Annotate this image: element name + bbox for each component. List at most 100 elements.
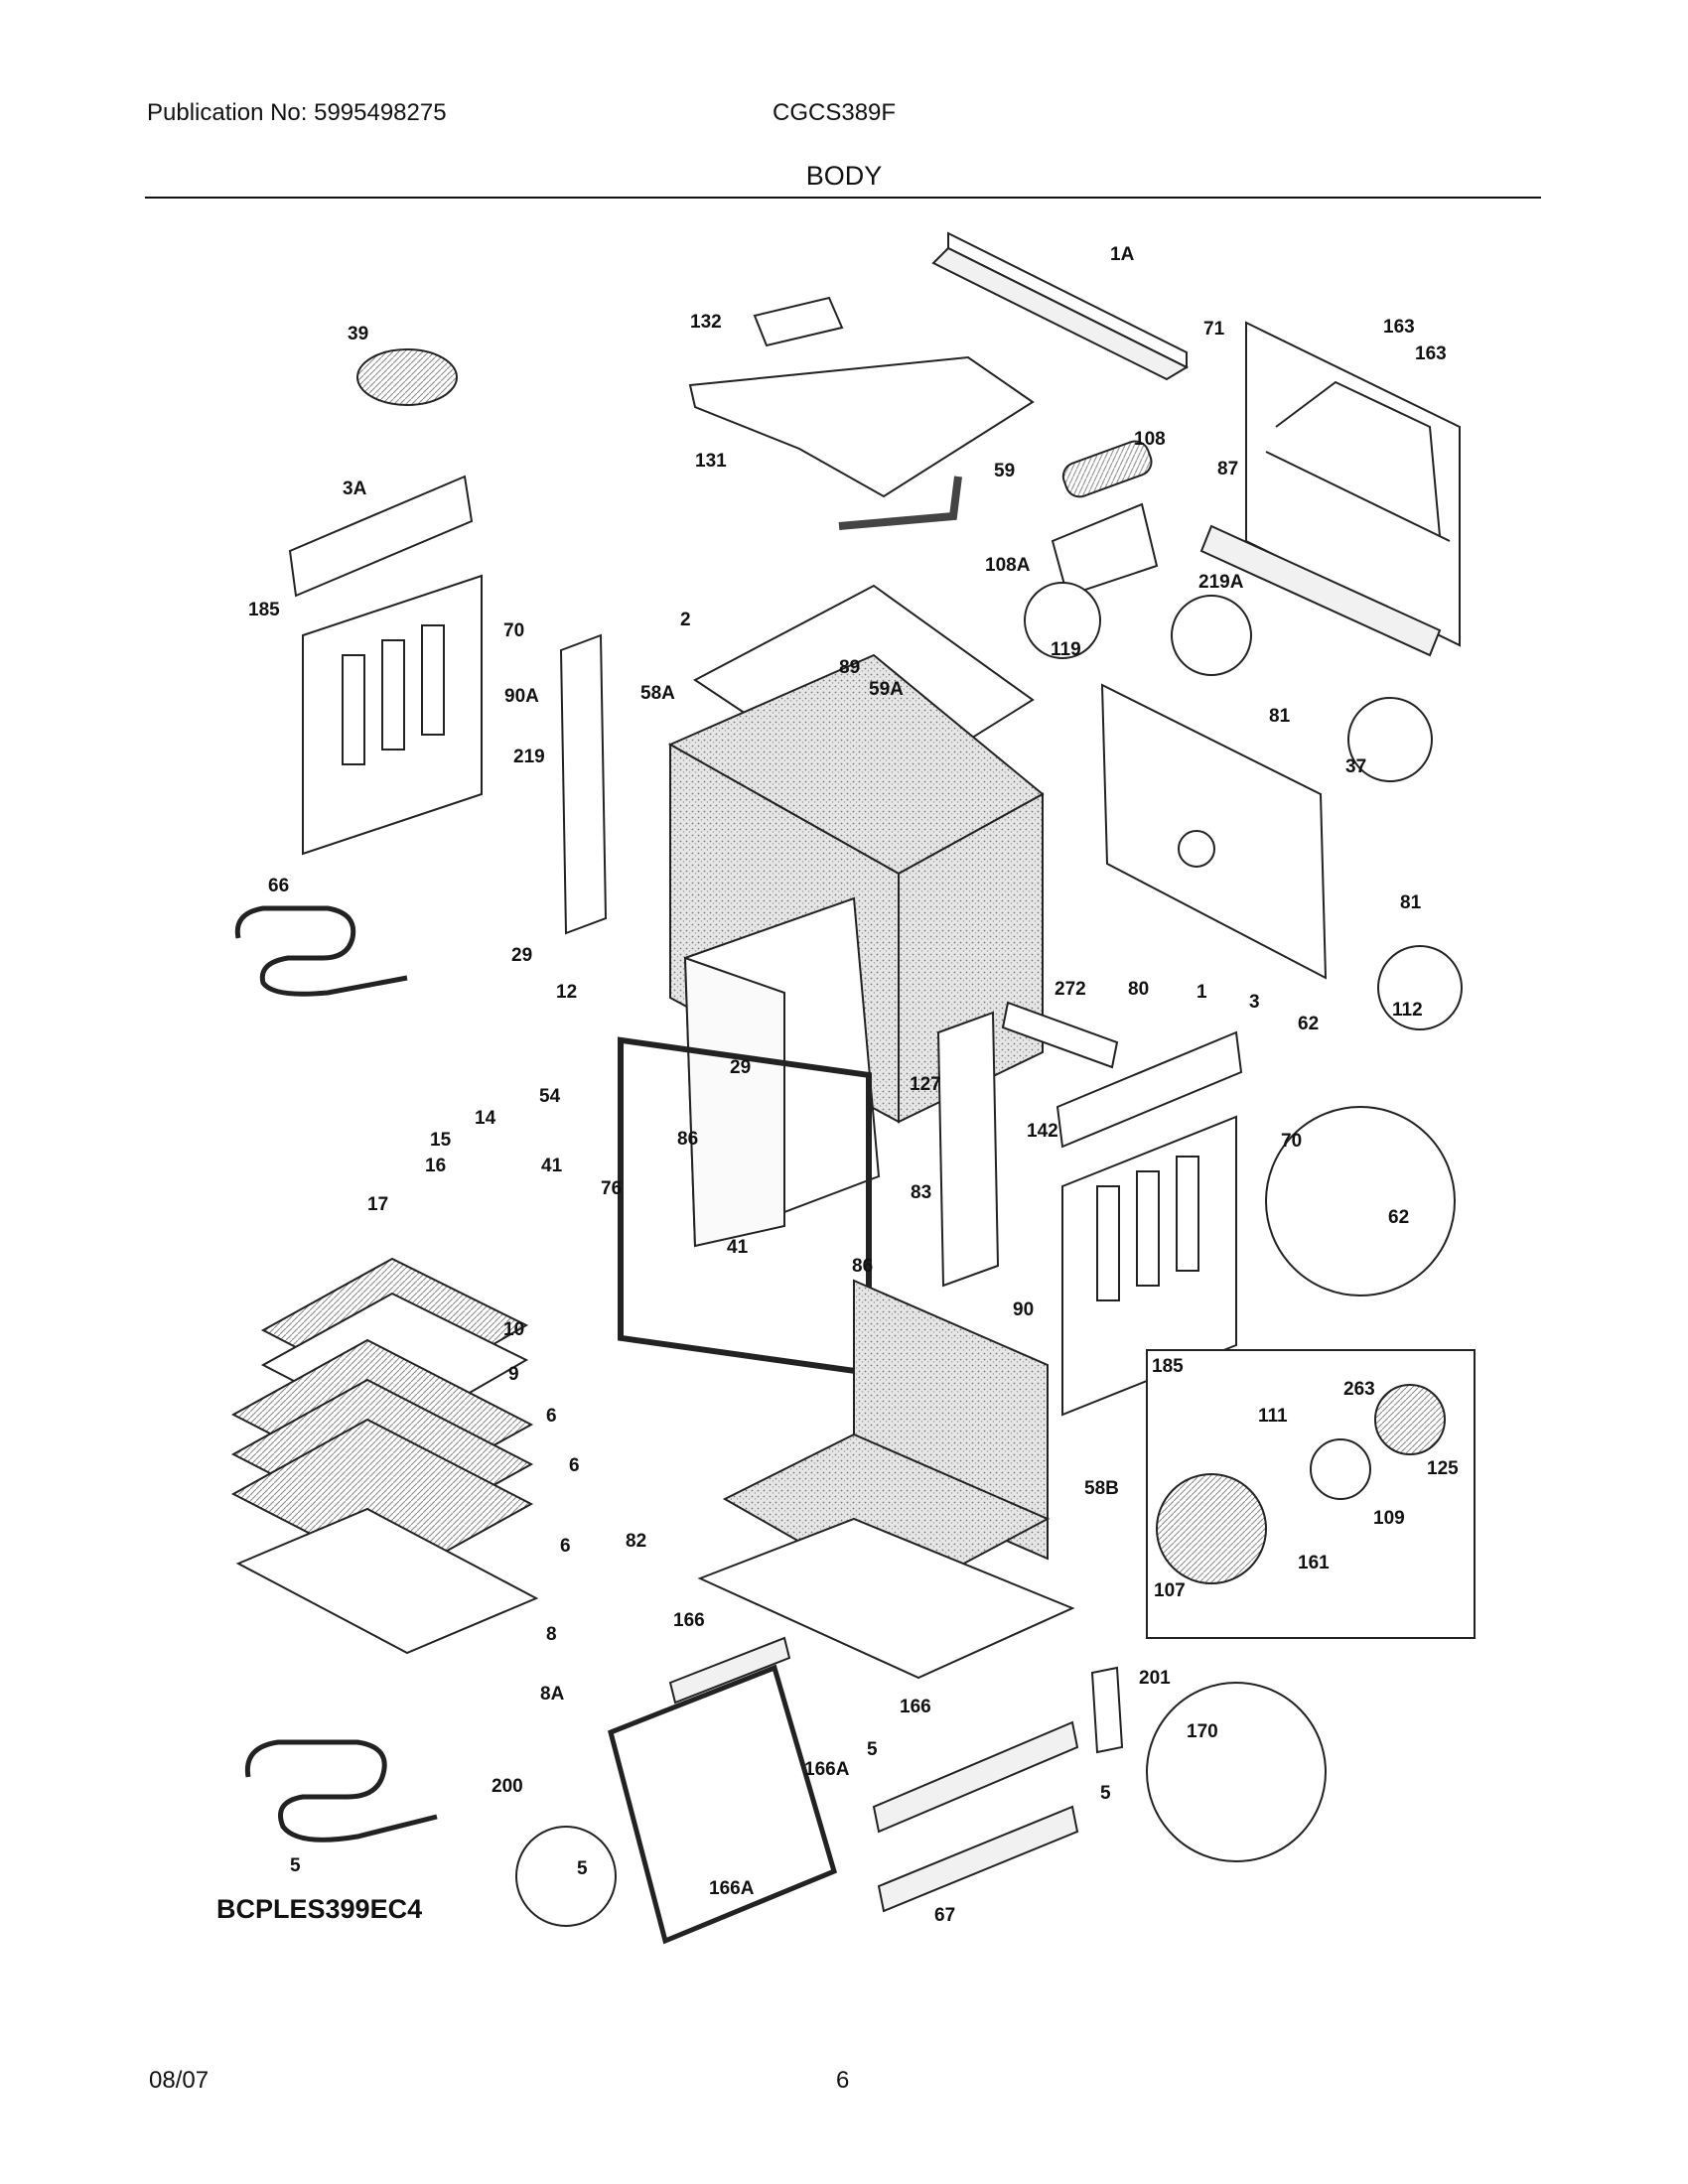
part-number-label: 6 bbox=[546, 1406, 557, 1427]
part-number-label: 5 bbox=[290, 1855, 301, 1876]
part-number-label: 1A bbox=[1110, 244, 1135, 265]
part-number-label: 29 bbox=[730, 1057, 751, 1078]
part-number-label: 86 bbox=[852, 1256, 873, 1277]
part-number-label: 39 bbox=[348, 324, 368, 344]
header-rule bbox=[145, 197, 1541, 199]
thermostat-callout-a bbox=[1171, 595, 1252, 676]
footer-date: 08/07 bbox=[149, 2067, 210, 2094]
part-number-label: 166A bbox=[804, 1759, 850, 1780]
part-number-label: 12 bbox=[556, 982, 577, 1003]
part-number-label: 90A bbox=[504, 686, 539, 707]
right-side-trim-part bbox=[936, 1011, 1000, 1288]
thermostat-callout bbox=[1024, 582, 1101, 659]
part-number-label: 112 bbox=[1392, 1000, 1423, 1021]
part-number-label: 166A bbox=[709, 1878, 755, 1899]
part-number-label: 127 bbox=[910, 1074, 941, 1095]
part-number-label: 82 bbox=[626, 1531, 646, 1552]
broil-element-part bbox=[234, 905, 408, 997]
part-number-label: 15 bbox=[430, 1130, 452, 1151]
part-number-label: 6 bbox=[560, 1536, 571, 1557]
part-number-label: 80 bbox=[1128, 979, 1149, 1000]
part-number-label: 170 bbox=[1187, 1721, 1218, 1742]
lower-insulation-part bbox=[722, 1279, 1051, 1600]
publication-number: Publication No: 5995498275 bbox=[147, 99, 447, 126]
part-number-label: 89 bbox=[839, 657, 860, 678]
part-number-label: 142 bbox=[1027, 1121, 1058, 1142]
part-number-label: 166 bbox=[900, 1697, 931, 1717]
part-number-label: 111 bbox=[1258, 1406, 1288, 1427]
part-number-label: 37 bbox=[1345, 756, 1366, 777]
part-number-label: 219 bbox=[513, 747, 545, 767]
part-number-label: 185 bbox=[1152, 1356, 1184, 1377]
leveler-callout-right bbox=[1146, 1682, 1327, 1862]
part-number-label: 10 bbox=[503, 1319, 524, 1340]
part-number-label: 87 bbox=[1217, 459, 1238, 479]
part-number-label: 2 bbox=[680, 610, 691, 630]
oven-cavity-part bbox=[683, 896, 881, 1248]
lower-rear-rail-part bbox=[1199, 524, 1442, 657]
right-side-panel-part bbox=[1061, 1115, 1237, 1417]
part-number-label: 8 bbox=[546, 1624, 557, 1645]
part-number-label: 66 bbox=[268, 876, 289, 896]
front-frame-part bbox=[618, 1036, 872, 1377]
part-number-label: 58A bbox=[640, 683, 675, 704]
part-number-label: 81 bbox=[1269, 706, 1291, 727]
section-title: BODY bbox=[805, 161, 883, 191]
part-number-label: 272 bbox=[1055, 979, 1086, 1000]
part-number-label: 29 bbox=[511, 945, 532, 966]
motor-bracket-part bbox=[1051, 502, 1159, 598]
top-rail-part bbox=[931, 231, 1190, 381]
part-number-label: 132 bbox=[690, 312, 722, 333]
part-number-label: 86 bbox=[677, 1129, 698, 1150]
drawer-side-part bbox=[1090, 1666, 1124, 1754]
part-number-label: 166 bbox=[673, 1610, 705, 1631]
drawer-slide-part-right bbox=[872, 1720, 1079, 1834]
page-number: 6 bbox=[836, 2067, 850, 2094]
part-number-label: 125 bbox=[1427, 1458, 1459, 1479]
part-number-label: 6 bbox=[569, 1455, 580, 1476]
diagram-code: BCPLES399EC4 bbox=[216, 1894, 422, 1924]
part-number-label: 70 bbox=[1281, 1131, 1302, 1152]
drawer-front-frame-part bbox=[608, 1664, 838, 1945]
gas-burner-part bbox=[356, 348, 458, 406]
part-number-label: 263 bbox=[1343, 1379, 1375, 1400]
part-number-label: 3 bbox=[1249, 992, 1260, 1013]
part-number-label: 81 bbox=[1400, 892, 1422, 913]
fan-motor-drive-part bbox=[1374, 1384, 1446, 1455]
part-number-label: 108 bbox=[1134, 429, 1166, 450]
oven-bottom-part bbox=[235, 1507, 539, 1655]
left-side-trim-part bbox=[559, 633, 608, 935]
part-number-label: 163 bbox=[1415, 343, 1447, 364]
fan-shroud-part bbox=[1156, 1473, 1267, 1584]
leveler-callout-left bbox=[515, 1826, 617, 1927]
part-number-label: 41 bbox=[727, 1237, 749, 1258]
drawer-support-part bbox=[697, 1517, 1075, 1680]
rear-panel-part bbox=[1245, 321, 1461, 647]
bracket-plate-part bbox=[753, 296, 844, 347]
part-number-label: 59 bbox=[994, 461, 1015, 481]
part-number-label: 62 bbox=[1388, 1207, 1409, 1228]
top-shelf-part bbox=[688, 355, 1035, 498]
connector-callout bbox=[1377, 945, 1463, 1030]
part-number-label: 163 bbox=[1383, 317, 1415, 338]
part-number-label: 59A bbox=[869, 679, 904, 700]
switch-callout bbox=[1347, 697, 1433, 782]
part-number-label: 200 bbox=[492, 1776, 523, 1797]
left-side-panel-part bbox=[302, 574, 483, 856]
bake-element-part bbox=[244, 1739, 438, 1843]
part-number-label: 107 bbox=[1154, 1580, 1186, 1601]
part-number-label: 16 bbox=[425, 1156, 446, 1176]
vent-tube-part bbox=[838, 476, 962, 530]
trim-strip-part bbox=[1001, 1001, 1119, 1069]
part-number-label: 109 bbox=[1373, 1508, 1405, 1529]
model-number: CGCS389F bbox=[773, 99, 897, 126]
part-number-label: 62 bbox=[1298, 1014, 1319, 1034]
part-number-label: 90 bbox=[1013, 1299, 1034, 1320]
part-number-label: 119 bbox=[1051, 639, 1081, 660]
fan-blade-part bbox=[1310, 1438, 1371, 1500]
upper-bracket-part bbox=[288, 475, 474, 598]
part-number-label: 8A bbox=[540, 1684, 565, 1705]
part-number-label: 185 bbox=[248, 600, 280, 620]
part-number-label: 5 bbox=[577, 1858, 588, 1879]
